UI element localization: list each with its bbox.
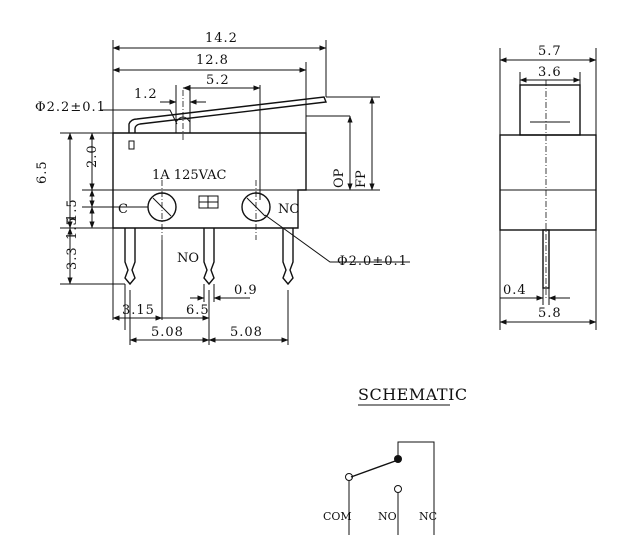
schematic-title: SCHEMATIC bbox=[358, 385, 468, 404]
label-no: NO bbox=[177, 251, 199, 266]
switch-lever bbox=[128, 96, 327, 133]
dim-hole-right: Φ2.0±0.1 bbox=[337, 254, 408, 269]
dim-pin-gap: 3.15 bbox=[122, 303, 155, 318]
label-schematic-no: NO bbox=[378, 510, 397, 523]
pin-com bbox=[124, 228, 136, 286]
dim-upper-height: 2.0 bbox=[85, 144, 100, 168]
dim-body-width: 12.8 bbox=[196, 53, 229, 68]
nc-contact bbox=[394, 455, 402, 463]
nc-wire bbox=[397, 441, 435, 535]
label-schematic-nc: NC bbox=[419, 510, 437, 523]
label-nc: NC bbox=[278, 202, 299, 217]
dim-op: OP bbox=[332, 168, 347, 188]
side-lever bbox=[519, 84, 581, 136]
dim-pin-length: 3.3 bbox=[65, 246, 80, 270]
dim-pin-center: 6.5 bbox=[186, 303, 210, 318]
dim-lever-center: 5.2 bbox=[206, 73, 230, 88]
dim-lower-offset: 1.5 bbox=[65, 216, 80, 240]
label-c: C bbox=[118, 202, 128, 217]
dim-pin-spacing-left: 5.08 bbox=[151, 325, 184, 340]
side-body bbox=[499, 134, 597, 231]
side-pin bbox=[542, 229, 550, 289]
front-view: 14.2 12.8 5.2 1.2 Φ2.2±0.1 6.5 2.0 1.5 1… bbox=[35, 31, 410, 345]
no-terminal bbox=[394, 485, 402, 493]
rating-label: 1A 125VAC bbox=[152, 168, 226, 183]
dim-side-lever-width: 3.6 bbox=[538, 65, 562, 80]
dim-pin-spacing-right: 5.08 bbox=[230, 325, 263, 340]
dim-overall-width: 14.2 bbox=[205, 31, 238, 46]
dim-height: 6.5 bbox=[35, 160, 50, 184]
dim-fp: FP bbox=[354, 170, 369, 188]
switch-arm bbox=[350, 459, 399, 478]
dim-pin-width: 0.9 bbox=[234, 283, 258, 298]
dim-pin-thickness: 0.4 bbox=[503, 283, 527, 298]
pin-no bbox=[203, 228, 215, 286]
schematic: SCHEMATIC COM NO NC bbox=[323, 385, 468, 535]
side-view: 5.7 3.6 0.4 5.8 bbox=[499, 44, 597, 330]
dim-side-base-width: 5.8 bbox=[538, 306, 562, 321]
pin-nc bbox=[282, 228, 294, 286]
label-com: COM bbox=[323, 510, 352, 523]
dim-lever-offset: 1.2 bbox=[134, 87, 158, 102]
dim-hole-offset: 1.5 bbox=[65, 198, 80, 222]
dim-side-width: 5.7 bbox=[538, 44, 562, 59]
dim-mount-hole: Φ2.2±0.1 bbox=[35, 100, 106, 115]
